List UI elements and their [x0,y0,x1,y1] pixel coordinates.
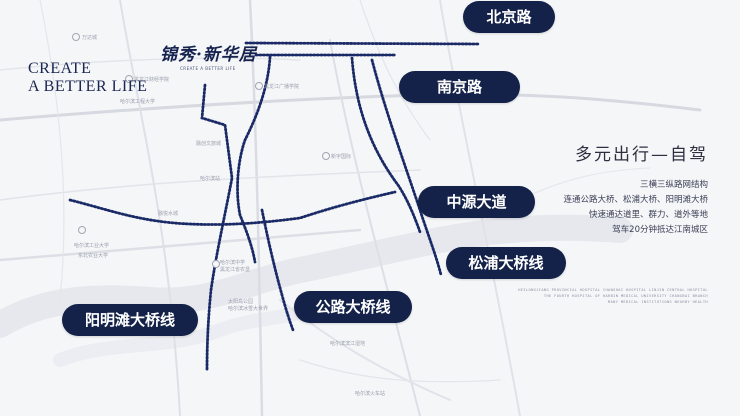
map-label: 融悦水城 [158,211,179,217]
river [0,214,633,338]
slogan-line-2: A BETTER LIFE [28,78,148,95]
info-panel: 多元出行—自驾 三横三纵路网结构 连通公路大桥、松浦大桥、阳明滩大桥 快速通达道… [563,140,708,238]
info-line: 快速通达道里、群力、道外等地 [588,210,708,220]
base-road [0,228,362,262]
info-line: 三横三纵路网结构 [639,180,708,190]
route-central-spine [236,55,272,264]
map-label: 黑龙江财经学院 [134,77,170,83]
map-label: 东北农业大学 [78,253,109,259]
road-label-beijing: 北京路 [463,1,555,33]
poi-pin [72,33,80,41]
fine-print-line: HEILONGJIANG PROVINCIAL HOSPITAL CHANGHA… [518,288,708,292]
map-label: 哈尔滨火车站 [355,391,386,397]
road-label-gonglu: 公路大桥线 [294,291,412,323]
poi-pin [125,75,133,83]
route-west-east-avenue [68,190,397,226]
base-road [119,0,181,416]
fine-print-line: THE FOURTH HOSPITAL OF HARBIN MEDICAL UN… [543,294,708,298]
base-road [0,92,702,122]
poi-pin [78,226,86,234]
info-lines: 三横三纵路网结构 连通公路大桥、松浦大桥、阳明滩大桥 快速通达道里、群力、道外等… [563,178,708,238]
route-beijing-road [244,41,480,46]
route-yangmingtan-bridge [200,83,234,372]
brand-name: 锦秀·新华居 [160,45,257,65]
map-label: 黑龙江广播学院 [264,84,300,90]
road-label-songpu: 松浦大桥线 [446,247,566,279]
route-gonglu-bridge [260,208,295,332]
map-label: 融创文旅城 [196,141,222,147]
base-road [329,39,421,416]
base-road [248,0,264,416]
base-road [39,0,65,301]
map-label: 哈尔滨冰雪大世界 [228,306,269,312]
base-road [299,359,501,383]
info-line: 驾车20分钟抵达江南城区 [612,225,708,235]
info-line: 连通公路大桥、松浦大桥、阳明滩大桥 [563,195,708,205]
road-label-yangmingtan: 阳明滩大桥线 [62,304,198,336]
map-label: 哈尔滨工业大学 [74,243,110,249]
base-road [0,57,301,71]
road-label-nanjing: 南京路 [399,71,520,103]
poi-pin [255,82,263,90]
map-label: 黑龙江省农垦 [220,267,251,273]
poi-pin [212,260,220,268]
brand-logo: 锦秀·新华居 CREATE A BETTER LIFE [160,40,257,71]
info-heading: 多元出行—自驾 [575,145,708,165]
base-road [359,0,431,141]
map-label: 哈尔滨站 [200,176,221,182]
map-label: 哈尔滨工程大学 [120,99,156,105]
map-label: 新宇国际 [331,154,352,160]
route-songpu-bridge [370,58,443,277]
route-zhongyuan-avenue [350,56,422,234]
map-label: 万达城 [82,35,98,41]
brand-subtitle: CREATE A BETTER LIFE [180,66,236,71]
slogan-line-1: CREATE [28,60,92,77]
map-label: 哈尔滨中学 [220,260,246,266]
poi-pin [322,152,330,160]
fine-print: HEILONGJIANG PROVINCIAL HOSPITAL CHANGHA… [518,287,708,305]
road-label-zhongyuan: 中源大道 [418,186,535,218]
base-road [519,167,651,201]
map-label: 哈尔滨滨江湿地 [330,341,366,347]
map-label: 太阳岛公园 [228,299,254,305]
fine-print-line: MANY MEDICAL INSTITUTIONS NEARBY HEALTH [608,300,708,304]
slogan: CREATE A BETTER LIFE [28,60,147,96]
base-road [0,169,421,201]
